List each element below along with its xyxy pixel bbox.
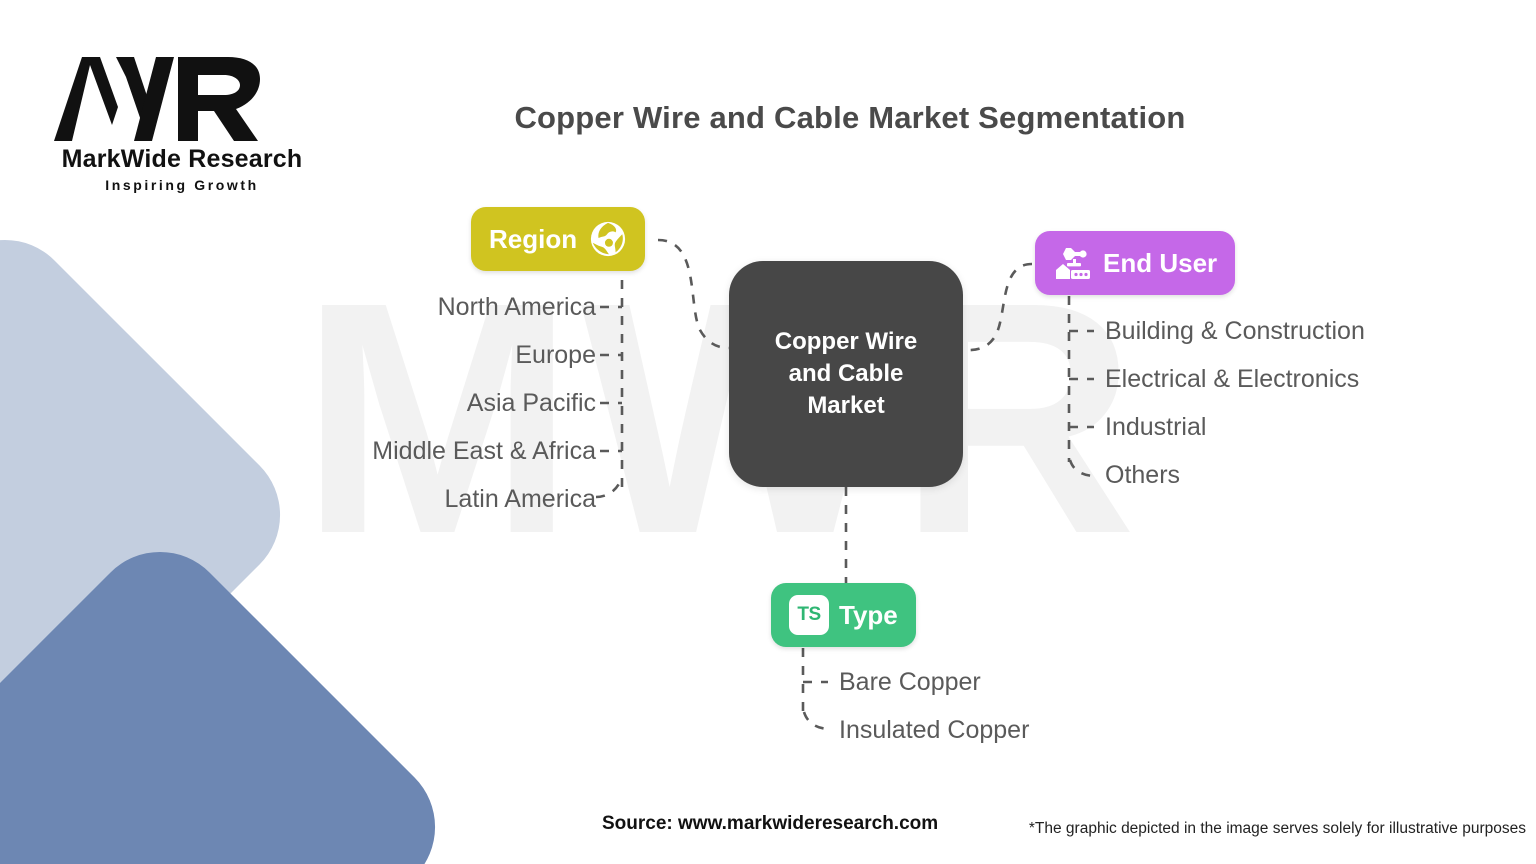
leaf-end-user-0: Building & Construction: [1105, 317, 1365, 345]
globe-icon: [589, 220, 627, 258]
leaf-end-user-3: Others: [1105, 461, 1181, 489]
leaf-region-2: Asia Pacific: [466, 389, 596, 417]
mwr-logo-icon: [54, 57, 260, 141]
wire-type-stub-2: [802, 711, 831, 731]
wire-enduser-stub-4: [1068, 459, 1097, 478]
branch-label-end-user: End User: [1103, 247, 1218, 278]
ts-chip-icon: TS: [789, 595, 829, 635]
leaf-type-1: Insulated Copper: [839, 716, 1030, 744]
disclaimer-label: *The graphic depicted in the image serve…: [1028, 820, 1526, 837]
brand-logo: MarkWide Research Inspiring Growth: [52, 55, 312, 193]
leaf-type-0: Bare Copper: [839, 668, 981, 696]
brand-tagline: Inspiring Growth: [105, 177, 259, 193]
leaf-region-3: Middle East & Africa: [372, 437, 596, 465]
branch-badge-end-user[interactable]: End User: [1035, 231, 1236, 295]
leaf-end-user-1: Electrical & Electronics: [1105, 365, 1360, 393]
source-label: Source: www.markwideresearch.com: [602, 813, 939, 834]
wire-region-to-center: [657, 238, 730, 350]
center-node-label: Copper Wire and Cable Market: [774, 328, 918, 419]
wire-enduser-to-center: [962, 262, 1033, 352]
leaf-end-user-2: Industrial: [1105, 413, 1207, 441]
leaf-region-0: North America: [437, 293, 596, 321]
branch-label-type: Type: [839, 599, 898, 630]
brand-name: MarkWide Research: [61, 145, 303, 173]
leaf-region-4: Latin America: [444, 485, 596, 513]
page-title: Copper Wire and Cable Market Segmentatio…: [0, 100, 1536, 136]
center-node: Copper Wire and Cable Market: [729, 261, 963, 487]
industrial-robot-icon: [1053, 243, 1093, 283]
wire-region-stub-5: [595, 481, 622, 499]
leaf-region-1: Europe: [515, 341, 596, 369]
branch-badge-type[interactable]: TS Type: [771, 583, 916, 647]
branch-label-region: Region: [489, 223, 578, 254]
ts-chip-label: TS: [789, 595, 829, 635]
branch-badge-region[interactable]: Region: [471, 207, 646, 271]
page-title-text: Copper Wire and Cable Market Segmentatio…: [514, 100, 1186, 135]
